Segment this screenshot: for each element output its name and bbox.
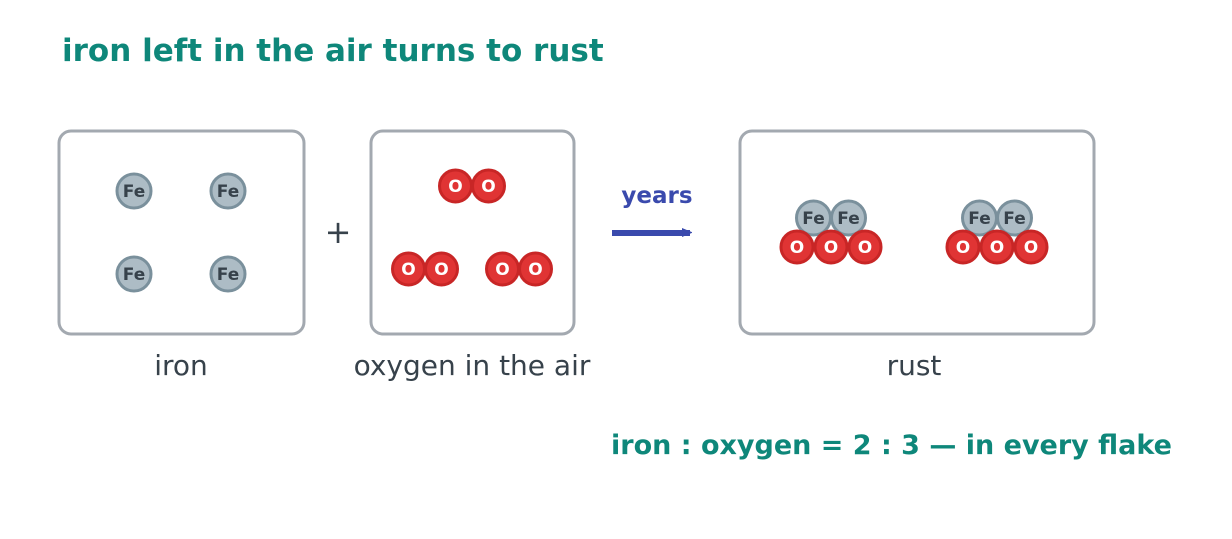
rust-box: [738, 129, 1096, 336]
oxygen-atom-label: O: [1024, 238, 1038, 258]
iron-label: iron: [154, 349, 208, 382]
oxygen-atom-label: O: [434, 260, 448, 280]
oxygen-atom-circle: [813, 229, 849, 265]
oxygen-atom-circle: [518, 251, 553, 287]
oxygen-atom-label: O: [495, 260, 509, 280]
oxygen-atom: O: [424, 251, 459, 287]
iron-atom: Fe: [115, 255, 153, 293]
oxygen-atom: O: [471, 168, 506, 204]
oxygen-atom-circle: [847, 229, 883, 265]
oxygen-atom-circle: [779, 229, 815, 265]
iron-atom-label: Fe: [123, 182, 145, 202]
oxygen-box: [369, 129, 576, 336]
page-title: iron left in the air turns to rust: [62, 33, 604, 69]
oxygen-atom: O: [813, 229, 849, 265]
iron-atom: Fe: [795, 199, 832, 237]
oxygen-atom-circle: [979, 229, 1015, 265]
oxygen-atom: O: [779, 229, 815, 265]
oxygen-atom-label: O: [401, 260, 415, 280]
iron-atom: Fe: [115, 172, 153, 210]
iron-atom-circle: [209, 172, 247, 210]
oxygen-atom: O: [847, 229, 883, 265]
oxygen-atom: O: [438, 168, 473, 204]
arrow-label: years: [621, 183, 692, 209]
iron-atom: Fe: [830, 199, 867, 237]
iron-atom-label: Fe: [837, 209, 859, 229]
oxygen-atom-label: O: [481, 177, 495, 197]
oxygen-label: oxygen in the air: [354, 349, 591, 382]
oxygen-atom: O: [485, 251, 520, 287]
oxygen-atom-label: O: [824, 238, 838, 258]
rust-label: rust: [887, 349, 942, 382]
iron-atom: Fe: [209, 255, 247, 293]
iron-atom-label: Fe: [968, 209, 990, 229]
iron-atom-circle: [830, 199, 867, 237]
iron-atom-label: Fe: [1003, 209, 1025, 229]
oxygen-atom-circle: [945, 229, 981, 265]
oxygen-atom-label: O: [858, 238, 872, 258]
plus-sign: +: [325, 213, 352, 251]
oxygen-atom-label: O: [528, 260, 542, 280]
iron-atom-circle: [209, 255, 247, 293]
oxygen-atom: O: [518, 251, 553, 287]
iron-atom: Fe: [996, 199, 1033, 237]
oxygen-atom-circle: [471, 168, 506, 204]
iron-atom-label: Fe: [217, 265, 239, 285]
oxygen-atom-circle: [1013, 229, 1049, 265]
oxygen-atom-label: O: [448, 177, 462, 197]
ratio-summary: iron : oxygen = 2 : 3 — in every flake: [611, 430, 1172, 461]
oxygen-atom-label: O: [790, 238, 804, 258]
oxygen-atom: O: [1013, 229, 1049, 265]
iron-atom-circle: [115, 255, 153, 293]
iron-atom-circle: [996, 199, 1033, 237]
iron-atom-label: Fe: [217, 182, 239, 202]
iron-box: [57, 129, 306, 336]
iron-atom: Fe: [209, 172, 247, 210]
oxygen-atom: O: [945, 229, 981, 265]
oxygen-atom: O: [391, 251, 426, 287]
oxygen-atom: O: [979, 229, 1015, 265]
iron-atom-circle: [115, 172, 153, 210]
oxygen-atom-label: O: [956, 238, 970, 258]
iron-atom-label: Fe: [802, 209, 824, 229]
iron-atom: Fe: [961, 199, 998, 237]
oxygen-atom-circle: [424, 251, 459, 287]
oxygen-atom-label: O: [990, 238, 1004, 258]
iron-atom-label: Fe: [123, 265, 145, 285]
